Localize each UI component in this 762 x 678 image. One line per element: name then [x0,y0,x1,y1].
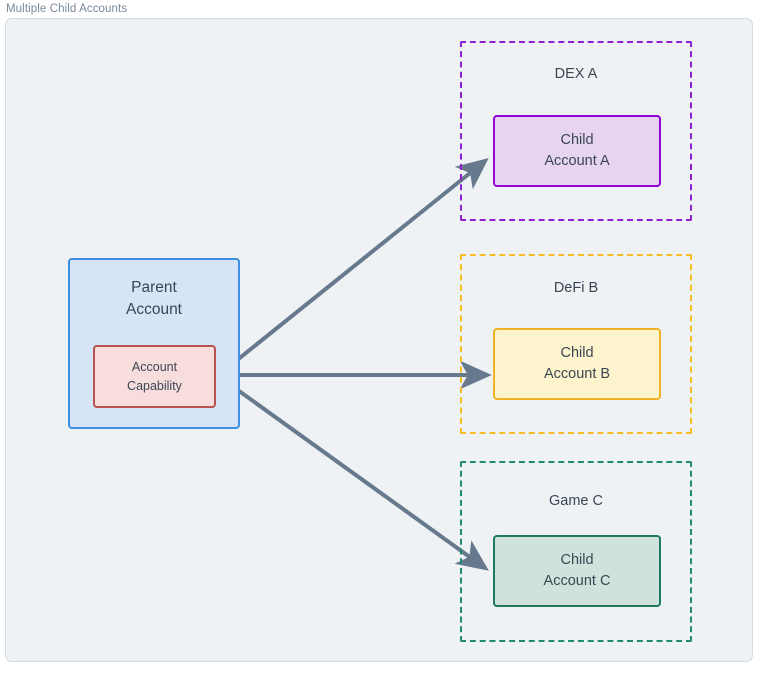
group-game-c-label: Game C [549,493,603,509]
child-account-b-label-line1: Child [560,344,594,361]
child-account-a-label-line2: Account A [544,153,610,169]
child-account-a-node[interactable]: Child Account A [493,115,661,187]
group-dex-a: DEX A [460,41,692,221]
account-capability-label-line2: Capability [127,378,182,393]
child-account-c-node[interactable]: Child Account C [493,535,661,607]
parent-account-label-line1: Parent [131,279,177,296]
child-account-c-label-line1: Child [560,551,594,568]
parent-account-label-line2: Account [125,301,182,319]
child-account-c-label-line2: Account C [543,573,611,589]
frame-title: Multiple Child Accounts [6,3,128,15]
child-account-a-label-line1: Child [560,131,594,148]
account-capability-label-line1: Account [131,360,178,375]
child-account-b-label-line2: Account B [543,366,611,382]
account-capability-node[interactable]: Account Capability [93,345,216,408]
group-defi-b: DeFi B [460,254,692,434]
group-game-c: Game C [460,461,692,642]
child-account-b-node[interactable]: Child Account B [493,328,661,400]
group-defi-b-label: DeFi B [553,280,599,296]
group-dex-a-label: DEX A [554,66,598,82]
